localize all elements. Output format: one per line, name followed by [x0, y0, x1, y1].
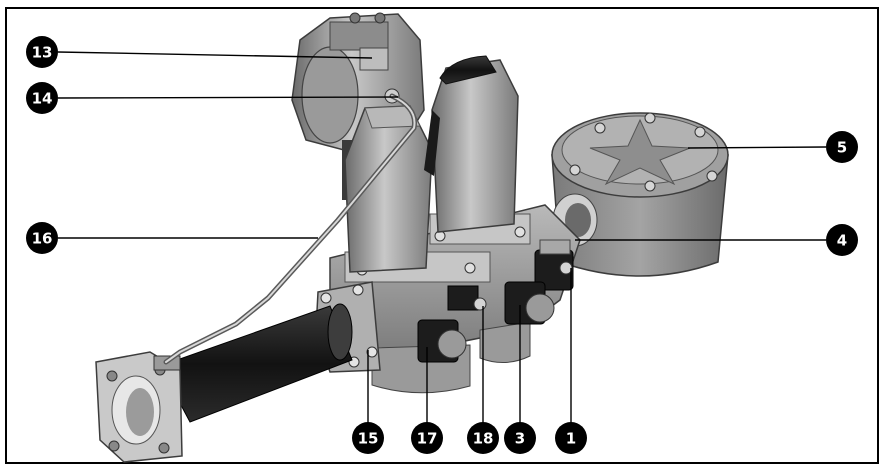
callout-badge [411, 422, 443, 454]
solenoid-actuator-right [424, 55, 519, 233]
leader-13 [57, 51, 373, 59]
callout-label: 13 [32, 44, 53, 62]
callout-1: 1 [555, 422, 587, 454]
leader-lines [57, 51, 827, 424]
callout-label: 18 [473, 430, 494, 448]
callout-badge [467, 422, 499, 454]
callout-label: 5 [837, 139, 847, 157]
gas-filter [551, 112, 729, 277]
callout-14: 14 [26, 82, 58, 114]
callout-badge [352, 422, 384, 454]
leader-14 [57, 96, 399, 99]
callout-badge [26, 82, 58, 114]
callout-badge [555, 422, 587, 454]
callout-17: 17 [411, 422, 443, 454]
callout-label: 15 [358, 430, 379, 448]
callout-label: 3 [515, 430, 525, 448]
outlet-flange [95, 351, 183, 463]
callout-label: 16 [32, 230, 53, 248]
leader-5 [687, 146, 827, 149]
callout-label: 1 [566, 430, 576, 448]
callout-badge [504, 422, 536, 454]
callout-13: 13 [26, 36, 58, 68]
pressure-switches [417, 239, 574, 363]
solenoid-actuator-left [344, 105, 433, 273]
callout-label: 17 [417, 430, 438, 448]
gas-train-illustration [95, 12, 729, 463]
callout-badge [26, 222, 58, 254]
callout-badge [826, 131, 858, 163]
callout-15: 15 [352, 422, 384, 454]
callout-badge [26, 36, 58, 68]
callout-18: 18 [467, 422, 499, 454]
callout-label: 4 [837, 232, 847, 250]
callout-3: 3 [504, 422, 536, 454]
callout-badge [826, 224, 858, 256]
callout-4: 4 [826, 224, 858, 256]
callout-16: 16 [26, 222, 58, 254]
callout-label: 14 [32, 90, 53, 108]
callout-5: 5 [826, 131, 858, 163]
